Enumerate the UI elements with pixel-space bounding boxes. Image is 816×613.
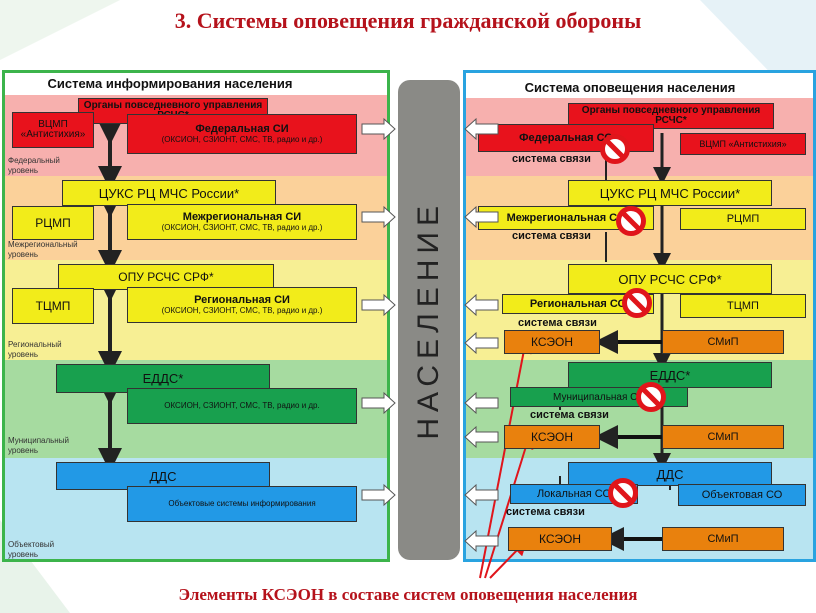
right-regional-svyaz: система связи (518, 317, 597, 329)
right-federal-svyaz: система связи (512, 153, 591, 165)
right-local-svyaz: система связи (506, 506, 585, 518)
right-kseon-box-regional: КСЭОН (504, 330, 600, 354)
level-label-interregional: Межрегиональный уровень (8, 240, 78, 259)
level-label-regional: Региональный уровень (8, 340, 62, 359)
prohibition-icon-regional (622, 288, 652, 318)
prohibition-icon-interregional (616, 206, 646, 236)
right-tsuks-box: ЦУКС РЦ МЧС России* (568, 180, 772, 206)
right-tcmp-box: ТЦМП (680, 294, 806, 318)
right-panel-header: Система оповещения населения (524, 80, 736, 95)
left-inter-si-box: Межрегиональная СИ (ОКСИОН, СЗИОНТ, СМС,… (127, 204, 357, 240)
left-reg-si-sub: (ОКСИОН, СЗИОНТ, СМС, ТВ, радио и др.) (161, 306, 323, 315)
left-federal-si-sub: (ОКСИОН, СЗИОНТ, СМС, ТВ, радио и др.) (161, 135, 323, 144)
left-tsuks-box: ЦУКС РЦ МЧС России* (62, 180, 276, 206)
right-inter-svyaz: система связи (512, 230, 591, 242)
left-federal-si-title: Федеральная СИ (195, 123, 289, 135)
left-obj-si-box: Объектовые системы информирования (127, 486, 357, 522)
right-rcmp-box: РЦМП (680, 208, 806, 230)
right-smip-box-object: СМиП (662, 527, 784, 551)
prohibition-icon-federal (600, 134, 630, 164)
right-local-box: Локальная СО (510, 484, 638, 504)
level-label-object: Объектовый уровень (8, 540, 55, 559)
left-inter-si-title: Межрегиональная СИ (182, 211, 302, 223)
page-title: 3. Системы оповещения гражданской оборон… (174, 8, 642, 33)
right-kseon-box-municipal: КСЭОН (504, 425, 600, 449)
right-object-box: Объектовая СО (678, 484, 806, 506)
level-label-municipal: Муниципальный уровень (8, 436, 69, 455)
left-rcmp-box: РЦМП (12, 206, 94, 240)
right-smip-box-regional: СМиП (662, 330, 784, 354)
right-opu-box: ОПУ РСЧС СРФ* (568, 264, 772, 294)
right-smip-box-municipal: СМиП (662, 425, 784, 449)
right-municipal-svyaz: система связи (530, 409, 609, 421)
prohibition-icon-municipal (636, 382, 666, 412)
left-opu-box: ОПУ РСЧС СРФ* (58, 264, 274, 290)
left-tcmp-box: ТЦМП (12, 288, 94, 324)
left-mun-si-box: ОКСИОН, СЗИОНТ, СМС, ТВ, радио и др. (127, 388, 357, 424)
left-panel-header: Система информирования населения (47, 76, 293, 91)
right-dds-box: ДДС (568, 462, 772, 486)
left-federal-si-box: Федеральная СИ (ОКСИОН, СЗИОНТ, СМС, ТВ,… (127, 114, 357, 154)
prohibition-icon-local (608, 478, 638, 508)
level-label-federal: Федеральный уровень (8, 156, 60, 175)
right-kseon-box-object: КСЭОН (508, 527, 612, 551)
left-inter-si-sub: (ОКСИОН, СЗИОНТ, СМС, ТВ, радио и др.) (161, 223, 323, 232)
left-vcmp-box: ВЦМП «Антистихия» (12, 112, 94, 148)
left-reg-si-box: Региональная СИ (ОКСИОН, СЗИОНТ, СМС, ТВ… (127, 287, 357, 323)
right-regional-box: Региональная СО (502, 294, 654, 314)
right-vcmp-box: ВЦМП «Антистихия» (680, 133, 806, 155)
caption: Элементы КСЭОН в составе систем оповещен… (178, 585, 638, 604)
population-column: НАСЕЛЕНИЕ (398, 80, 460, 560)
left-reg-si-title: Региональная СИ (194, 294, 290, 306)
